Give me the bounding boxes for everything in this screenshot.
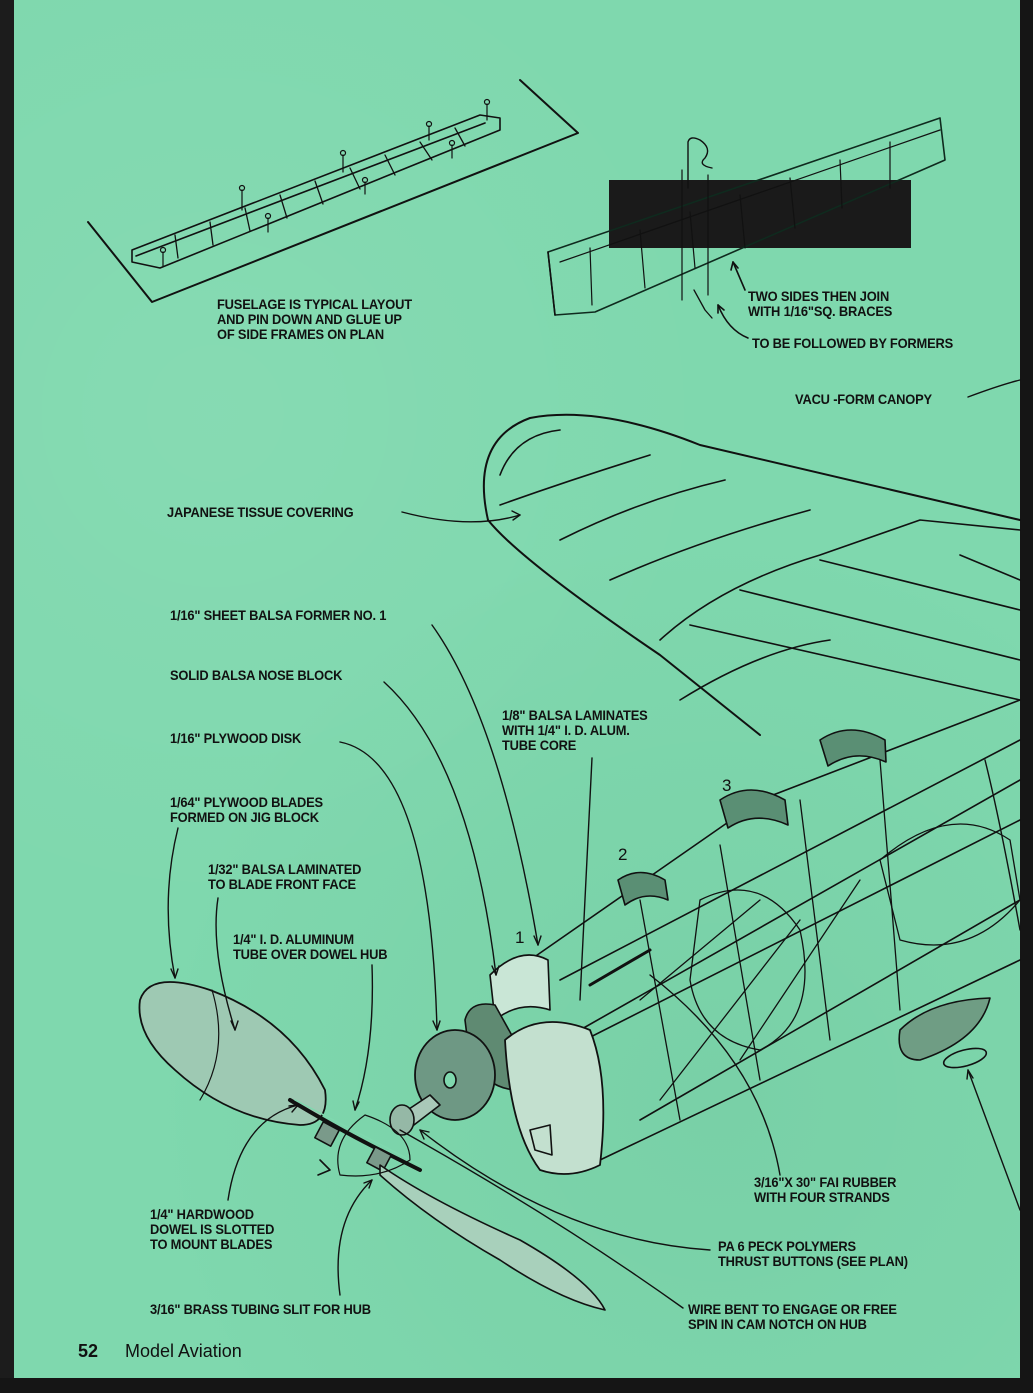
callout-two-sides-join: TWO SIDES THEN JOIN WITH 1/16"SQ. BRACES <box>748 288 893 319</box>
propeller-drawing <box>138 981 606 1311</box>
callout-nose-block: SOLID BALSA NOSE BLOCK <box>170 667 343 683</box>
former-number-3: 3 <box>722 776 732 795</box>
fuselage-frame-drawing <box>464 699 1021 1175</box>
wing-drawing <box>482 413 1021 736</box>
callout-plywood-disk: 1/16" PLYWOOD DISK <box>170 730 302 746</box>
former-number-1: 1 <box>515 928 525 947</box>
callout-hardwood-dowel: 1/4" HARDWOOD DOWEL IS SLOTTED TO MOUNT … <box>150 1206 275 1252</box>
callout-wire-bent: WIRE BENT TO ENGAGE OR FREE SPIN IN CAM … <box>688 1301 897 1332</box>
page-edge-bottom <box>0 1378 1033 1393</box>
callout-tissue-covering: JAPANESE TISSUE COVERING <box>167 504 354 520</box>
callout-followed-by-formers: TO BE FOLLOWED BY FORMERS <box>752 335 954 351</box>
publication-title: Model Aviation <box>125 1341 242 1361</box>
callout-fuselage-layout: FUSELAGE IS TYPICAL LAYOUT AND PIN DOWN … <box>217 296 412 342</box>
callout-aluminum-tube: 1/4" I. D. ALUMINUM TUBE OVER DOWEL HUB <box>233 931 388 962</box>
callout-balsa-laminates: 1/8" BALSA LAMINATES WITH 1/4" I. D. ALU… <box>502 707 648 753</box>
callout-brass-tubing: 3/16" BRASS TUBING SLIT FOR HUB <box>150 1301 371 1317</box>
page-edge-right <box>1020 0 1033 1393</box>
fuselage-box-frame-drawing <box>547 117 946 339</box>
former-number-2: 2 <box>618 845 628 864</box>
callout-thrust-buttons: PA 6 PECK POLYMERS THRUST BUTTONS (SEE P… <box>718 1238 908 1269</box>
page-number: 52 <box>78 1341 99 1361</box>
callout-rubber: 3/16"X 30" FAI RUBBER WITH FOUR STRANDS <box>754 1174 897 1205</box>
callout-leader-lines <box>167 379 1021 1309</box>
side-frame-on-plan-drawing <box>87 79 579 303</box>
callout-plywood-blades: 1/64" PLYWOOD BLADES FORMED ON JIG BLOCK <box>170 794 323 825</box>
callout-canopy: VACU -FORM CANOPY <box>795 391 932 407</box>
callout-balsa-laminated: 1/32" BALSA LAMINATED TO BLADE FRONT FAC… <box>208 861 362 892</box>
callout-former-no1: 1/16" SHEET BALSA FORMER NO. 1 <box>170 607 387 623</box>
